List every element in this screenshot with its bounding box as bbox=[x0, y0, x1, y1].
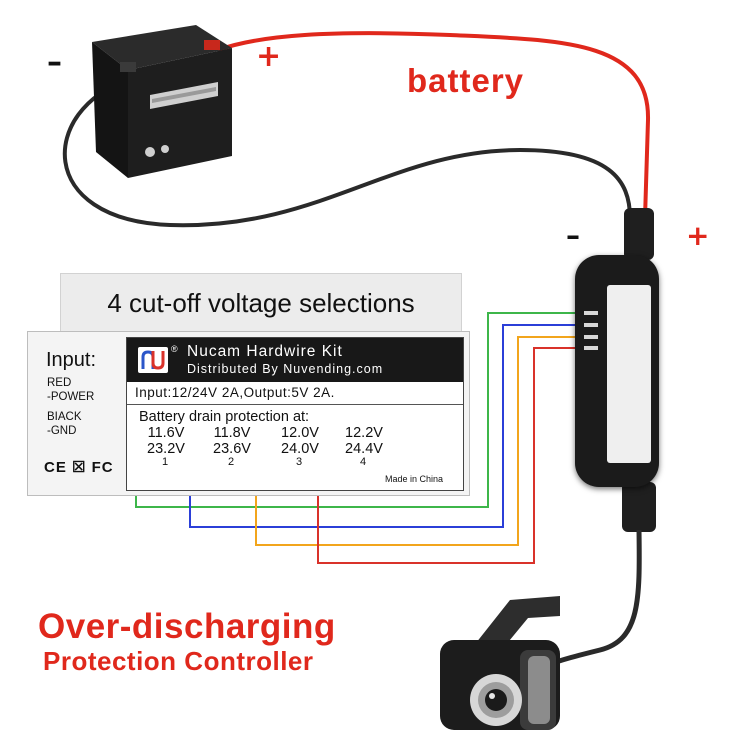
option-2-12v: 11.8V bbox=[213, 425, 251, 441]
red-label: RED bbox=[47, 377, 72, 389]
controller-pin-4 bbox=[584, 346, 598, 350]
output-cable-boot bbox=[622, 482, 656, 532]
product-title-line1: Over-discharging bbox=[38, 607, 336, 646]
input-label: Input: bbox=[46, 349, 97, 371]
battery-plus-sign: + bbox=[256, 39, 282, 74]
label-right-panel: ® Nucam Hardwire Kit Distributed By Nuve… bbox=[126, 337, 464, 491]
made-in-label: Made in China bbox=[385, 474, 444, 484]
drain-heading: Battery drain protection at: bbox=[139, 409, 310, 425]
ce-mark-icon: CE ☒ FC bbox=[44, 459, 114, 476]
black-wire bbox=[62, 78, 632, 228]
controller-minus-sign: – bbox=[566, 219, 580, 252]
option-3-number: 3 bbox=[295, 456, 303, 468]
battery-label: battery bbox=[407, 62, 525, 99]
spec-divider bbox=[127, 404, 463, 405]
black-function: -GND bbox=[47, 425, 77, 437]
option-4-12v: 12.2V bbox=[345, 425, 383, 441]
product-title-line2: Protection Controller bbox=[43, 646, 314, 676]
option-2-number: 2 bbox=[227, 456, 235, 468]
red-function: -POWER bbox=[47, 391, 95, 403]
nucam-logo-icon bbox=[138, 347, 168, 373]
option-3-24v: 24.0V bbox=[281, 441, 319, 457]
black-label: BIACK bbox=[47, 411, 82, 423]
controller-plus-sign: + bbox=[686, 219, 710, 252]
dash-camera-icon bbox=[440, 596, 560, 730]
product-label: Input: RED -POWER BIACK -GND CE ☒ FC ® N… bbox=[27, 331, 470, 496]
input-cable-boot bbox=[624, 208, 654, 260]
red-wire bbox=[217, 31, 651, 219]
kit-title-band: ® Nucam Hardwire Kit Distributed By Nuve… bbox=[127, 338, 463, 382]
registered-mark: ® bbox=[171, 344, 178, 354]
blue-wire bbox=[189, 324, 585, 528]
option-2-24v: 23.6V bbox=[213, 441, 251, 457]
cutoff-heading-panel: 4 cut-off voltage selections bbox=[60, 273, 462, 333]
io-spec: Input:12/24V 2A,Output:5V 2A. bbox=[135, 385, 335, 400]
controller-label bbox=[607, 285, 651, 463]
option-1-12v: 11.6V bbox=[147, 425, 185, 441]
kit-title: Nucam Hardwire Kit bbox=[187, 343, 343, 360]
red-jumper-wire bbox=[317, 347, 585, 564]
option-4-24v: 24.4V bbox=[345, 441, 383, 457]
controller-pin-1 bbox=[584, 311, 598, 315]
green-wire bbox=[135, 312, 585, 508]
option-1-number: 1 bbox=[161, 456, 169, 468]
controller-pin-2 bbox=[584, 323, 598, 327]
battery-minus-sign: – bbox=[47, 45, 62, 80]
controller-pin-3 bbox=[584, 335, 598, 339]
option-4-number: 4 bbox=[359, 456, 367, 468]
cutoff-heading: 4 cut-off voltage selections bbox=[107, 288, 415, 318]
kit-distributor: Distributed By Nuvending.com bbox=[187, 362, 384, 376]
option-1-24v: 23.2V bbox=[147, 441, 185, 457]
option-3-12v: 12.0V bbox=[281, 425, 319, 441]
camera-cable bbox=[547, 529, 642, 668]
battery-icon bbox=[92, 25, 232, 178]
label-left-panel: Input: RED -POWER BIACK -GND CE ☒ FC bbox=[28, 332, 126, 495]
orange-wire bbox=[255, 336, 585, 546]
